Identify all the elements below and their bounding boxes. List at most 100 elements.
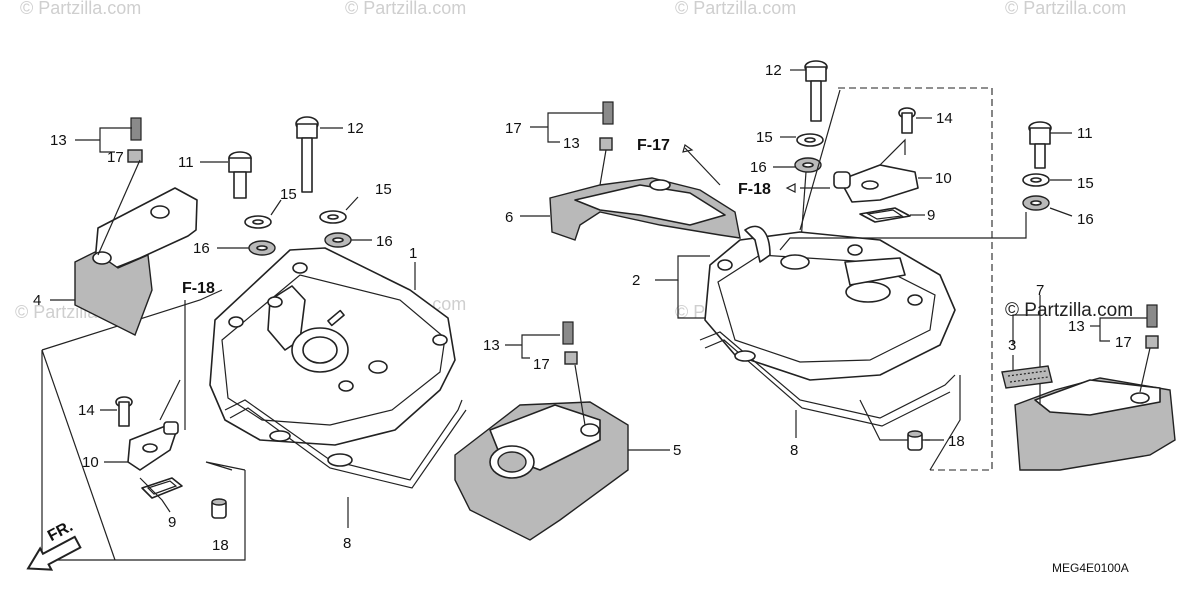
part-18-dowel-right[interactable] — [907, 430, 923, 451]
washer-15-right-a[interactable] — [796, 133, 824, 147]
grommet-16-left-a[interactable] — [248, 240, 276, 256]
bracket-line — [929, 375, 961, 471]
callout-15: 15 — [375, 181, 392, 198]
leader-line — [677, 280, 705, 319]
callout-12: 12 — [347, 120, 364, 137]
part-9-packing-left[interactable] — [141, 477, 183, 499]
part-5-side-cover[interactable] — [454, 401, 629, 541]
bolt-11-right[interactable] — [1028, 121, 1052, 169]
leader-line — [799, 89, 841, 231]
bracket-line — [41, 289, 223, 351]
ref-f18-right: F-18 — [738, 181, 771, 198]
callout-15: 15 — [1077, 175, 1094, 192]
part-8-gasket-right[interactable] — [699, 331, 956, 427]
part-18-dowel-left[interactable] — [211, 498, 227, 519]
leader-line — [1049, 207, 1073, 217]
part-10-breather-joint-left[interactable] — [127, 421, 179, 471]
callout-13: 13 — [50, 132, 67, 149]
washer-15-left-a[interactable] — [244, 215, 272, 229]
part-10-breather-joint-right[interactable] — [833, 164, 919, 203]
callout-13: 13 — [1068, 318, 1085, 335]
leader-line — [574, 364, 586, 426]
part-1-cylinder-head-cover[interactable] — [209, 247, 456, 446]
washer-15-left-b[interactable] — [319, 210, 347, 224]
watermark: © Partzilla.com — [345, 0, 466, 18]
callout-10: 10 — [82, 454, 99, 471]
bolt-13-top[interactable] — [599, 101, 614, 151]
arrow-head — [785, 183, 796, 193]
callout-17: 17 — [107, 149, 124, 166]
watermark: © Partzilla.com — [20, 0, 141, 18]
callout-9: 9 — [168, 514, 176, 531]
grommet-16-right-b[interactable] — [1022, 195, 1050, 211]
callout-16: 16 — [1077, 211, 1094, 228]
leader-line — [159, 379, 181, 421]
bracket-line — [115, 470, 246, 561]
leader-line — [1099, 317, 1147, 342]
leader-line — [779, 212, 1027, 251]
part-3-filter[interactable] — [1001, 365, 1053, 389]
front-arrow: FR. — [26, 518, 82, 571]
watermark: © Partzilla.com — [675, 0, 796, 18]
callout-13: 13 — [563, 135, 580, 152]
leader-line — [1139, 347, 1151, 393]
bracket-line — [838, 87, 993, 471]
leader-line — [270, 199, 282, 216]
washer-15-right-b[interactable] — [1022, 173, 1050, 187]
part-9-packing-right[interactable] — [859, 207, 911, 223]
callout-16: 16 — [376, 233, 393, 250]
callout-15: 15 — [756, 129, 773, 146]
callout-11: 11 — [1077, 125, 1093, 142]
part-8-gasket-left[interactable] — [224, 399, 467, 489]
callout-6: 6 — [505, 209, 513, 226]
callout-9: 9 — [927, 207, 935, 224]
diagram-code: MEG4E0100A — [1052, 561, 1129, 575]
callout-14: 14 — [78, 402, 95, 419]
watermark: © Partzilla.com — [1005, 0, 1126, 18]
bolt-12-left[interactable] — [295, 116, 319, 193]
callout-10: 10 — [935, 170, 952, 187]
ref-f18-left: F-18 — [182, 280, 215, 297]
callout-13: 13 — [483, 337, 500, 354]
leader-line — [345, 196, 359, 211]
callout-7: 7 — [1036, 282, 1044, 299]
leader-line — [879, 138, 906, 166]
callout-4: 4 — [33, 292, 41, 309]
leader-line — [599, 149, 607, 186]
grommet-16-left-b[interactable] — [324, 232, 352, 248]
bolt-14-right[interactable] — [898, 107, 916, 134]
callout-15: 15 — [280, 186, 297, 203]
callout-18: 18 — [948, 433, 965, 450]
leader-line — [684, 147, 721, 186]
bolt-14-left[interactable] — [115, 396, 133, 427]
part-7-side-cover[interactable] — [1014, 377, 1176, 471]
leader-line — [139, 477, 171, 513]
callout-1: 1 — [409, 245, 417, 262]
bolt-12-right[interactable] — [804, 60, 828, 122]
leader-line — [655, 255, 710, 281]
arrow-head — [682, 144, 694, 153]
part-4-cover-bracket[interactable] — [74, 187, 198, 336]
callout-8: 8 — [790, 442, 798, 459]
bolt-13-right[interactable] — [1145, 304, 1159, 349]
leader-line — [1012, 295, 1041, 345]
callout-2: 2 — [632, 272, 640, 289]
callout-5: 5 — [673, 442, 681, 459]
part-6-top-cover[interactable] — [549, 177, 741, 241]
part-2-cylinder-head-cover[interactable] — [704, 225, 956, 381]
callout-12: 12 — [765, 62, 782, 79]
bolt-13-left[interactable] — [127, 117, 143, 163]
bolt-11-left[interactable] — [228, 151, 252, 199]
bolt-13-mid[interactable] — [562, 321, 578, 365]
callout-8: 8 — [343, 535, 351, 552]
callout-11: 11 — [178, 154, 194, 171]
brand-label: © Partzilla.com — [1005, 300, 1133, 321]
callout-16: 16 — [750, 159, 767, 176]
callout-18: 18 — [212, 537, 229, 554]
callout-17: 17 — [505, 120, 522, 137]
callout-14: 14 — [936, 110, 953, 127]
grommet-16-right-a[interactable] — [794, 157, 822, 173]
leader-line — [205, 461, 246, 471]
bracket-line — [41, 349, 116, 561]
